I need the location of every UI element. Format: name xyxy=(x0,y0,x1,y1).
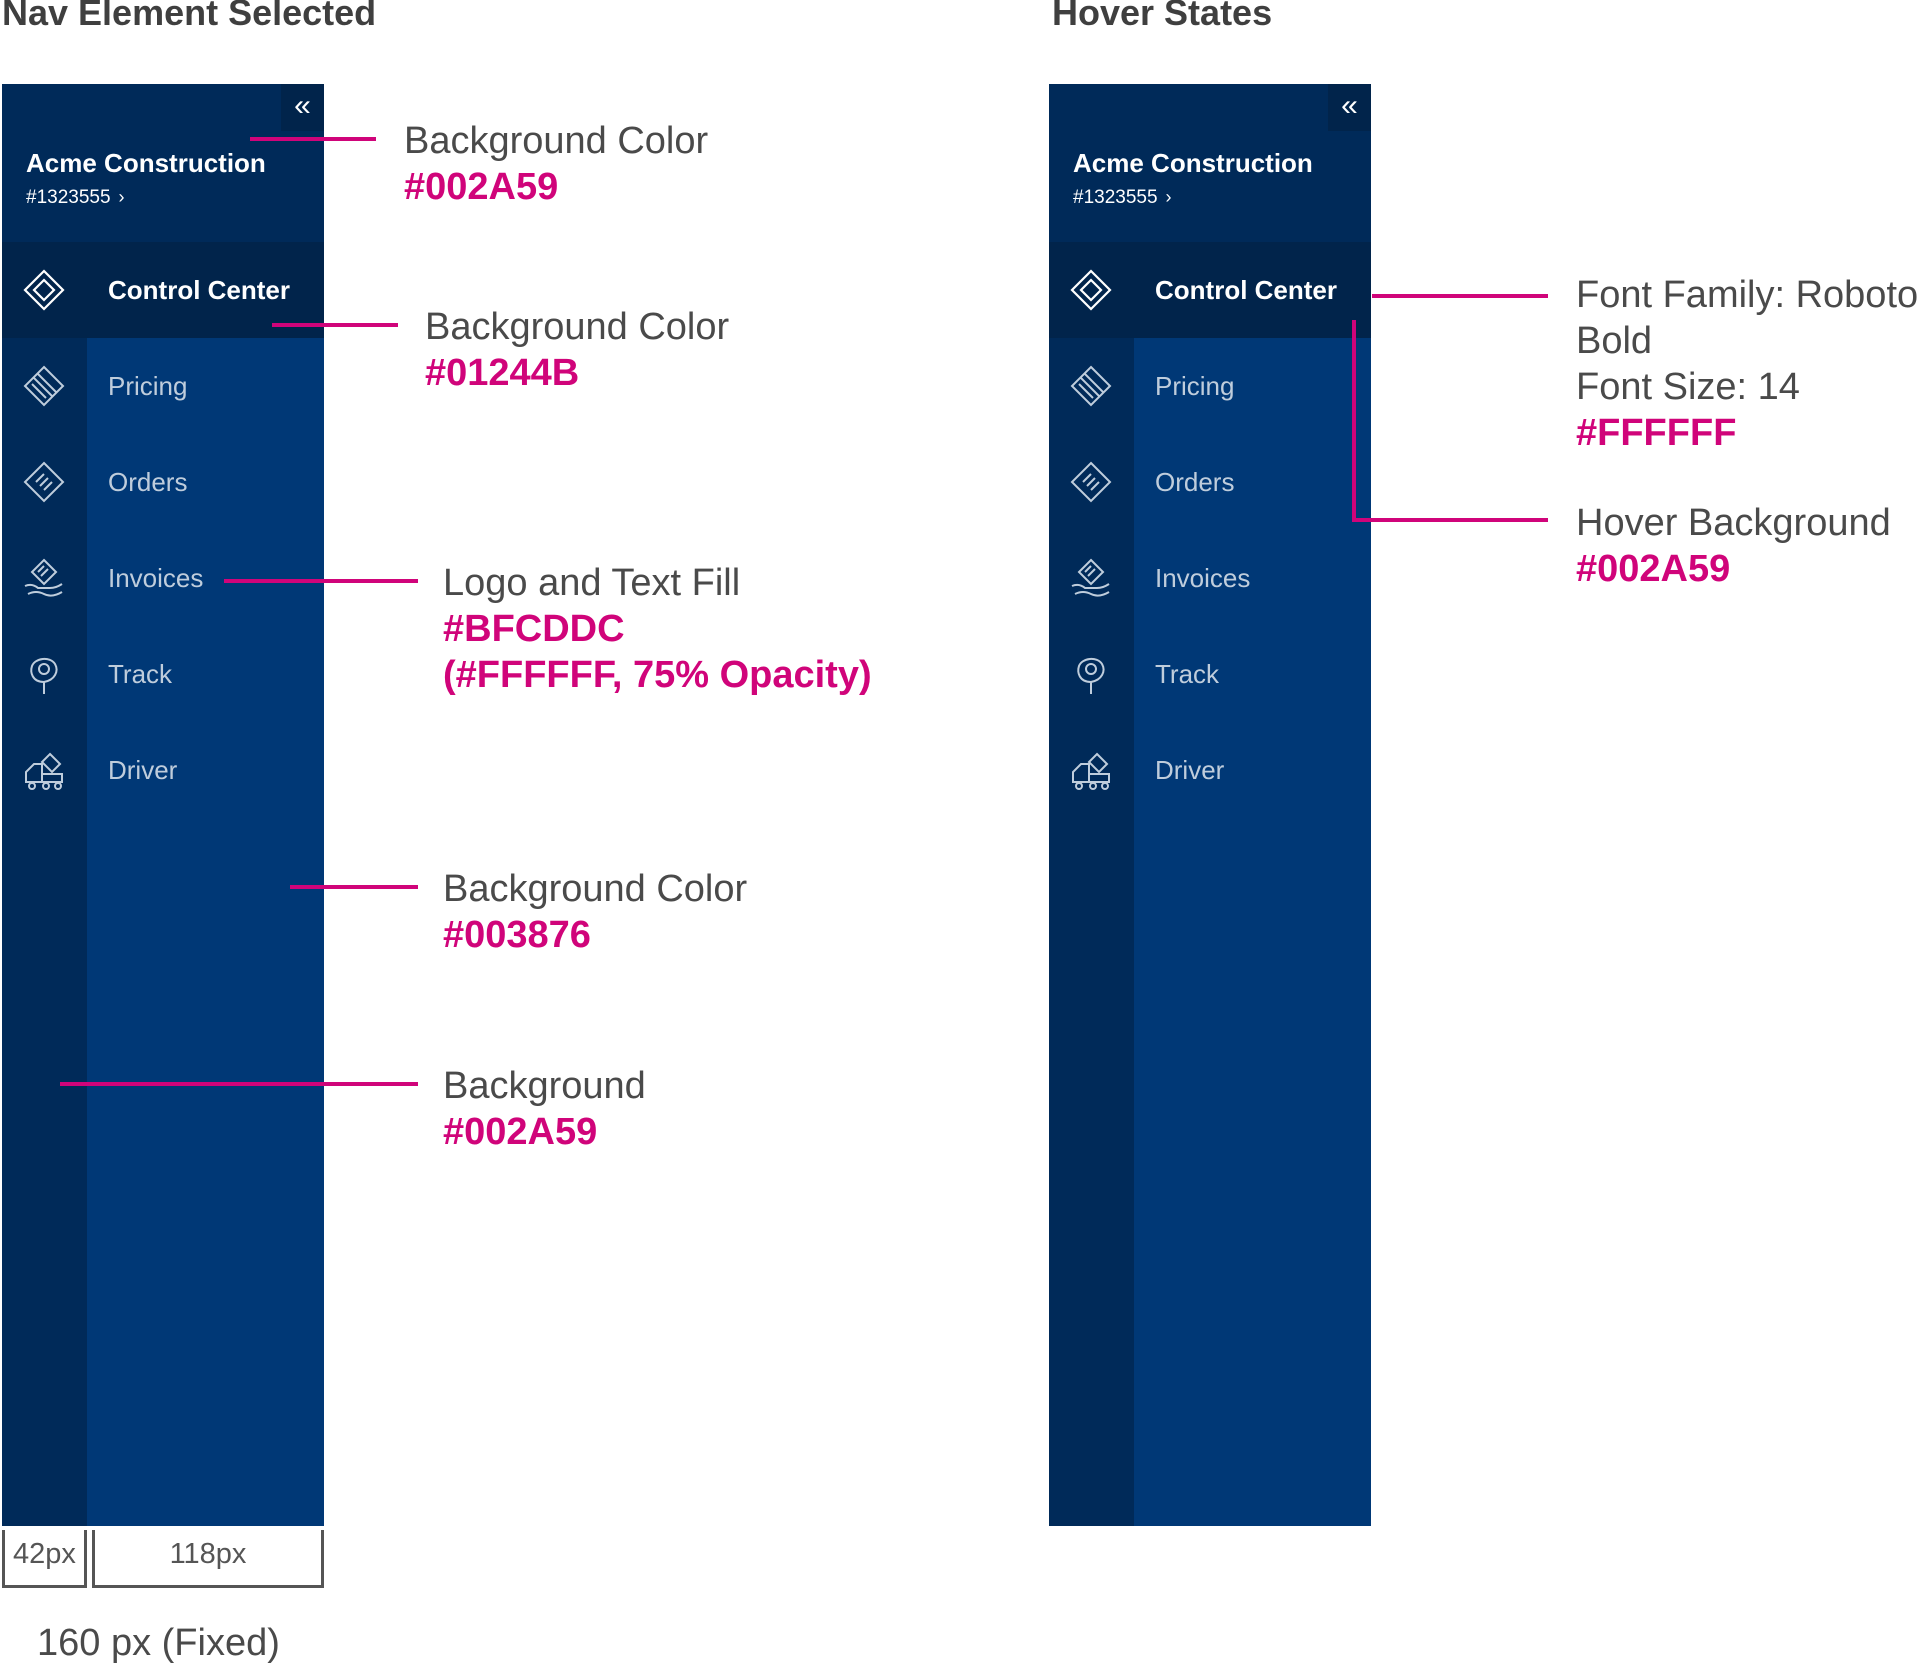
nav-item-label: Orders xyxy=(108,467,188,497)
nav-item-invoices[interactable]: Invoices xyxy=(1049,530,1371,626)
account-link[interactable]: #1323555 › xyxy=(1073,187,1172,209)
collapse-button[interactable]: « xyxy=(1328,84,1371,131)
nav-item-label: Invoices xyxy=(108,563,204,593)
driver-icon xyxy=(1072,752,1110,790)
section-title-selected: Nav Element Selected xyxy=(2,0,377,33)
driver-icon xyxy=(25,752,63,790)
nav-header: « Acme Construction #1323555 › xyxy=(2,84,324,242)
annotation-line: Font Family: Roboto xyxy=(1576,274,1919,316)
invoices-icon xyxy=(1071,558,1110,597)
leader-line xyxy=(250,137,376,141)
nav-panel-hover: « Acme Construction #1323555 › Control Ce… xyxy=(1049,84,1371,1526)
nav-item-pricing[interactable]: Pricing xyxy=(1049,338,1371,434)
control-center-icon xyxy=(1070,269,1112,311)
annotation-header-bg: Background Color #002A59 xyxy=(404,118,708,210)
nav-item-orders[interactable]: Orders xyxy=(1049,434,1371,530)
nav-item-label: Control Center xyxy=(1155,275,1337,305)
nav-panel-selected: « Acme Construction #1323555 › Control Ce… xyxy=(2,84,324,1526)
dimension-total: 160 px (Fixed) xyxy=(37,1622,280,1664)
company-name: Acme Construction xyxy=(26,148,266,178)
collapse-button[interactable]: « xyxy=(281,84,324,131)
section-title-hover: Hover States xyxy=(1052,0,1273,33)
nav-item-label: Invoices xyxy=(1155,563,1251,593)
nav-item-label: Pricing xyxy=(108,371,188,401)
annotation-line: Font Size: 14 xyxy=(1576,366,1800,408)
nav-item-track[interactable]: Track xyxy=(2,626,324,722)
nav-item-label: Control Center xyxy=(108,275,290,305)
nav-item-label: Track xyxy=(1155,659,1220,689)
nav-item-track[interactable]: Track xyxy=(1049,626,1371,722)
annotation-main-bg: Background Color #003876 xyxy=(443,866,747,958)
annotation-value: #003876 xyxy=(443,914,591,956)
annotation-value: #002A59 xyxy=(1576,548,1731,590)
leader-line xyxy=(290,885,418,889)
control-center-icon xyxy=(23,269,65,311)
nav-item-orders[interactable]: Orders xyxy=(2,434,324,530)
orders-icon xyxy=(1070,461,1112,503)
nav-item-invoices[interactable]: Invoices xyxy=(2,530,324,626)
nav-item-label: Pricing xyxy=(1155,371,1235,401)
account-number: #1323555 xyxy=(1073,187,1158,208)
annotation-value: #01244B xyxy=(425,352,580,394)
chevron-right-icon: › xyxy=(118,187,125,207)
annotation-rail-bg: Background #002A59 xyxy=(443,1063,646,1155)
account-link[interactable]: #1323555 › xyxy=(26,187,125,209)
annotation-line: Bold xyxy=(1576,320,1653,362)
account-number: #1323555 xyxy=(26,187,111,208)
chevron-right-icon: › xyxy=(1165,187,1172,207)
nav-item-label: Track xyxy=(108,659,173,689)
dimension-rail: 42px xyxy=(2,1530,87,1588)
annotation-value: #002A59 xyxy=(443,1111,598,1153)
pricing-icon xyxy=(1070,365,1112,407)
annotation-label: Logo and Text Fill xyxy=(443,562,741,604)
track-icon xyxy=(1077,658,1105,694)
invoices-icon xyxy=(24,558,63,597)
leader-line xyxy=(1372,294,1548,298)
pricing-icon xyxy=(23,365,65,407)
annotation-font: Font Family: Roboto Bold Font Size: 14 #… xyxy=(1576,272,1918,456)
annotation-value-secondary: (#FFFFFF, 75% Opacity) xyxy=(443,654,872,696)
nav-item-pricing[interactable]: Pricing xyxy=(2,338,324,434)
dimension-main: 118px xyxy=(92,1530,324,1588)
annotation-label: Background Color xyxy=(425,306,730,348)
nav-item-label: Driver xyxy=(108,755,178,785)
leader-line-vertical xyxy=(1352,320,1356,522)
annotation-value: #FFFFFF xyxy=(1576,412,1737,454)
leader-line xyxy=(1352,518,1548,522)
nav-item-driver[interactable]: Driver xyxy=(2,722,324,818)
annotation-value: #002A59 xyxy=(404,166,559,208)
annotation-text-fill: Logo and Text Fill #BFCDDC (#FFFFFF, 75%… xyxy=(443,560,872,698)
nav-item-label: Driver xyxy=(1155,755,1225,785)
annotation-label: Hover Background xyxy=(1576,502,1891,544)
leader-line xyxy=(272,323,398,327)
nav-item-control-center[interactable]: Control Center xyxy=(1049,242,1371,338)
nav-header: « Acme Construction #1323555 › xyxy=(1049,84,1371,242)
nav-item-label: Orders xyxy=(1155,467,1235,497)
annotation-label: Background Color xyxy=(443,868,748,910)
nav-item-driver[interactable]: Driver xyxy=(1049,722,1371,818)
leader-line xyxy=(224,579,418,583)
annotation-hover-bg: Hover Background #002A59 xyxy=(1576,500,1891,592)
leader-line xyxy=(60,1082,418,1086)
annotation-label: Background xyxy=(443,1065,646,1107)
track-icon xyxy=(30,658,58,694)
nav-item-control-center[interactable]: Control Center xyxy=(2,242,324,338)
company-name: Acme Construction xyxy=(1073,148,1313,178)
orders-icon xyxy=(23,461,65,503)
annotation-value: #BFCDDC xyxy=(443,608,625,650)
annotation-label: Background Color xyxy=(404,120,709,162)
annotation-selected-bg: Background Color #01244B xyxy=(425,304,729,396)
